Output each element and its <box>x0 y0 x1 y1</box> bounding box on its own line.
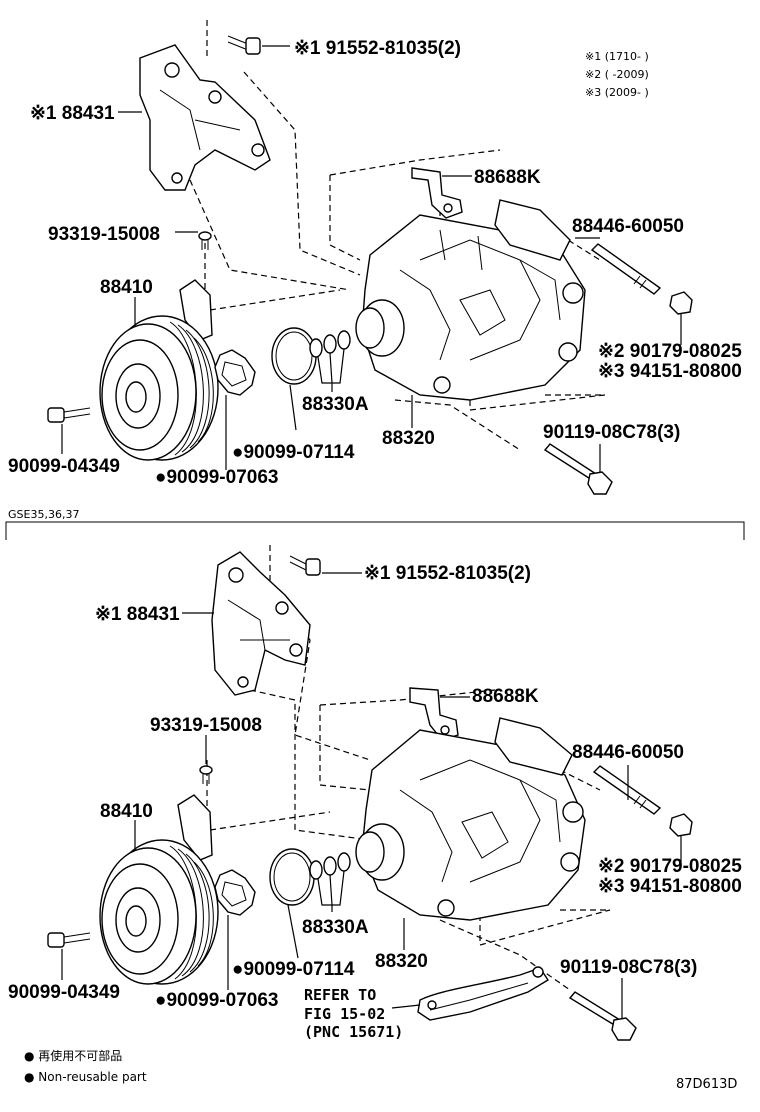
top-clutch <box>99 279 219 461</box>
top-main-bolt <box>543 443 613 495</box>
label-compressor: 88320 <box>375 951 428 972</box>
label-main-bolt: 90119-08C78(3) <box>543 422 680 443</box>
label-nut-2: ※2 90179-08025 <box>598 341 742 362</box>
bottom-compressor <box>355 717 586 950</box>
bottom-labels: ※1 91552-81035(2) ※1 88431 88688K 88446-… <box>8 563 742 1041</box>
bottom-snap-ring-07114 <box>269 848 315 959</box>
label-nut-3: ※3 94151-80800 <box>598 361 742 382</box>
label-bracket-bolt: ※1 91552-81035(2) <box>364 563 531 584</box>
label-bracket-bolt: ※1 91552-81035(2) <box>294 38 461 59</box>
label-screw: 93319-15008 <box>48 224 160 245</box>
top-bracket-bolt <box>227 35 290 55</box>
label-snap-ring-07063: ●90099-07063 <box>155 990 278 1011</box>
top-assembly <box>47 20 693 495</box>
label-plate: 88688K <box>474 167 541 188</box>
refer-line-2: FIG 15-02 <box>304 1005 385 1023</box>
bottom-main-bolt <box>568 978 637 1041</box>
top-labels: ※1 (1710- ) ※2 ( -2009) ※3 (2009- ) ※1 9… <box>8 38 742 488</box>
note-2: ※2 ( -2009) <box>585 68 649 81</box>
label-clutch: 88410 <box>100 277 153 298</box>
label-clutch-bolt: 90099-04349 <box>8 456 120 477</box>
bottom-snap-ring-07063 <box>214 869 256 990</box>
note-1: ※1 (1710- ) <box>585 50 649 63</box>
legend-line-ja: ● 再使用不可部品 <box>24 1048 122 1063</box>
label-snap-ring-07114: ●90099-07114 <box>232 442 355 463</box>
label-bracket: ※1 88431 <box>30 103 115 124</box>
variant-label: GSE35,36,37 <box>8 508 79 521</box>
bottom-screw <box>199 735 213 784</box>
top-bracket <box>139 44 271 191</box>
note-3: ※3 (2009- ) <box>585 86 649 99</box>
label-snap-ring-07114: ●90099-07114 <box>232 959 355 980</box>
bottom-stud <box>592 765 662 815</box>
label-compressor: 88320 <box>382 428 435 449</box>
label-washers: 88330A <box>302 917 369 938</box>
label-stud: 88446-60050 <box>572 216 684 237</box>
bottom-bracket <box>211 551 311 696</box>
label-nut-3: ※3 94151-80800 <box>598 876 742 897</box>
label-snap-ring-07063: ●90099-07063 <box>155 467 278 488</box>
legend-line-en: ● Non-reusable part <box>24 1070 147 1084</box>
label-stud: 88446-60050 <box>572 742 684 763</box>
bottom-bracket-bolt <box>289 555 362 576</box>
top-snap-ring-07063 <box>214 349 256 470</box>
label-nut-2: ※2 90179-08025 <box>598 856 742 877</box>
legend: ● 再使用不可部品 ● Non-reusable part <box>24 1048 147 1084</box>
refer-line-3: (PNC 15671) <box>304 1023 403 1041</box>
label-main-bolt: 90119-08C78(3) <box>560 957 697 978</box>
bottom-nut <box>669 813 693 862</box>
label-clutch: 88410 <box>100 801 153 822</box>
label-clutch-bolt: 90099-04349 <box>8 982 120 1003</box>
top-screw <box>175 231 212 250</box>
label-bracket: ※1 88431 <box>95 604 180 625</box>
top-snap-ring-07114 <box>271 327 317 431</box>
bottom-washers <box>309 852 351 912</box>
label-washers: 88330A <box>302 394 369 415</box>
top-compressor <box>355 199 586 428</box>
top-washers <box>309 330 351 392</box>
bottom-clutch-bolt <box>47 932 91 980</box>
top-plate <box>411 167 472 219</box>
top-nut <box>669 291 693 345</box>
label-plate: 88688K <box>472 686 539 707</box>
bottom-clutch <box>99 794 219 985</box>
bottom-assembly <box>47 545 693 1041</box>
top-stud <box>575 237 662 295</box>
bottom-belt <box>417 966 549 1021</box>
top-clutch-bolt <box>47 407 91 454</box>
figure-code: 87D613D <box>676 1077 737 1092</box>
refer-line-1: REFER TO <box>304 986 376 1004</box>
label-screw: 93319-15008 <box>150 715 262 736</box>
variant-divider <box>5 521 745 540</box>
